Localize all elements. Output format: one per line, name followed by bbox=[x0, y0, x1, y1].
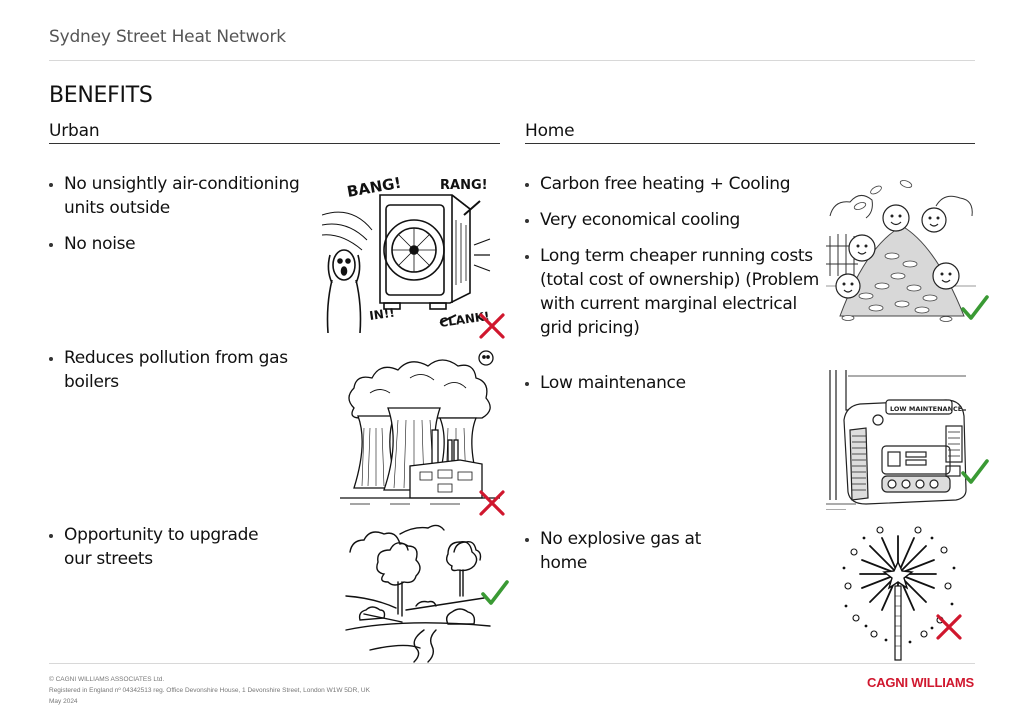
benefit-item: Very economical cooling bbox=[525, 208, 825, 232]
benefit-item: Low maintenance bbox=[525, 371, 805, 395]
footer-divider bbox=[49, 663, 975, 664]
cross-mark-icon bbox=[936, 614, 962, 640]
home-benefit-list-1: Carbon free heating + Cooling Very econo… bbox=[525, 172, 825, 352]
footer-copyright: © CAGNI WILLIAMS ASSOCIATES Ltd. bbox=[49, 676, 165, 683]
cross-mark-icon bbox=[479, 313, 505, 339]
document-header-title: Sydney Street Heat Network bbox=[49, 27, 286, 47]
benefit-item: Long term cheaper running costs (total c… bbox=[525, 244, 825, 340]
urban-benefit-list-1: No unsightly air-conditioning units outs… bbox=[49, 172, 324, 268]
footer-registration: Registered in England nº 04342513 reg. O… bbox=[49, 687, 370, 694]
home-column-heading: Home bbox=[525, 121, 575, 141]
urban-column-heading: Urban bbox=[49, 121, 100, 141]
brand-name: CAGNI WILLIAMS bbox=[867, 675, 974, 690]
sound-effect-text: CLANK! bbox=[438, 309, 490, 330]
benefit-item: No noise bbox=[49, 232, 324, 256]
check-mark-icon bbox=[481, 580, 509, 605]
urban-benefit-list-2: Reduces pollution from gas boilers bbox=[49, 346, 324, 406]
page-title: BENEFITS bbox=[49, 83, 153, 108]
urban-column-rule bbox=[49, 143, 500, 144]
air-conditioning-unit-noise-illustration: BANG! RANG! IN!! CLANK! bbox=[322, 175, 492, 335]
benefit-item: No unsightly air-conditioning units outs… bbox=[49, 172, 324, 220]
low-maintenance-unit-illustration: LOW MAINTENANCE bbox=[826, 370, 976, 510]
home-benefit-list-3: No explosive gas at home bbox=[525, 527, 725, 587]
sound-effect-text: RANG! bbox=[440, 178, 488, 193]
children-on-coin-pile-illustration bbox=[826, 176, 976, 322]
benefit-item: Reduces pollution from gas boilers bbox=[49, 346, 324, 394]
sound-effect-text: IN!! bbox=[368, 306, 395, 323]
benefit-item: Carbon free heating + Cooling bbox=[525, 172, 825, 196]
benefit-item: No explosive gas at home bbox=[525, 527, 725, 575]
footer-date: May 2024 bbox=[49, 698, 78, 705]
machine-label-text: LOW MAINTENANCE bbox=[890, 405, 962, 413]
home-benefit-list-2: Low maintenance bbox=[525, 371, 805, 407]
park-landscape-trees-illustration bbox=[344, 522, 494, 664]
check-mark-icon bbox=[961, 459, 989, 484]
cagni-williams-logo: CAGNI WILLIAMS bbox=[862, 675, 974, 690]
cross-mark-icon bbox=[479, 490, 505, 516]
urban-benefit-list-3: Opportunity to upgrade our streets bbox=[49, 523, 289, 583]
check-mark-icon bbox=[961, 295, 989, 320]
header-divider bbox=[49, 60, 975, 61]
benefit-item: Opportunity to upgrade our streets bbox=[49, 523, 289, 571]
power-plant-cooling-towers-illustration bbox=[340, 348, 505, 508]
home-column-rule bbox=[525, 143, 975, 144]
